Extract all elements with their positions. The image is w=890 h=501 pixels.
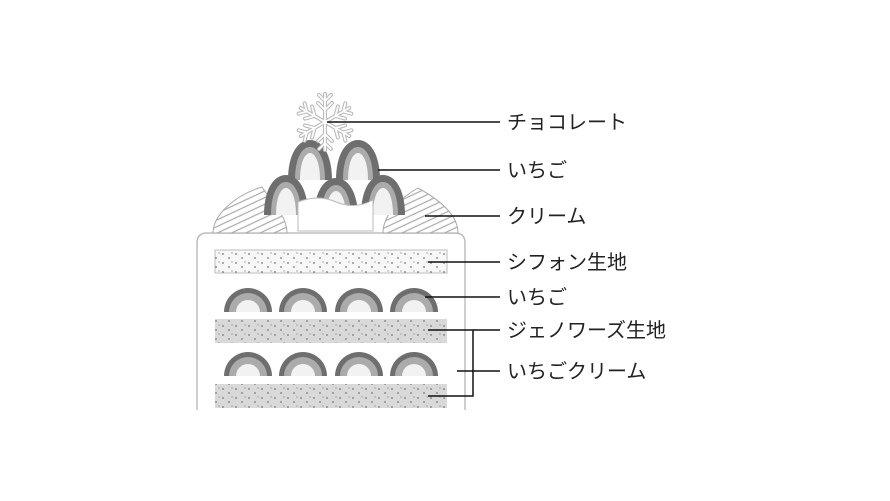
label-chiffon: シフォン生地: [507, 250, 627, 274]
chocolate-plaque: [297, 197, 374, 232]
label-strawberry-top: いちご: [507, 158, 567, 182]
label-chocolate: チョコレート: [507, 110, 627, 134]
label-cream: クリーム: [507, 204, 587, 228]
label-strawberry-cream: いちごクリーム: [507, 359, 647, 383]
label-genoise: ジェノワーズ生地: [507, 318, 666, 342]
leader-lines: [327, 121, 500, 397]
label-strawberry-layer: いちご: [507, 285, 567, 309]
cream-swirl-right: [382, 187, 459, 234]
